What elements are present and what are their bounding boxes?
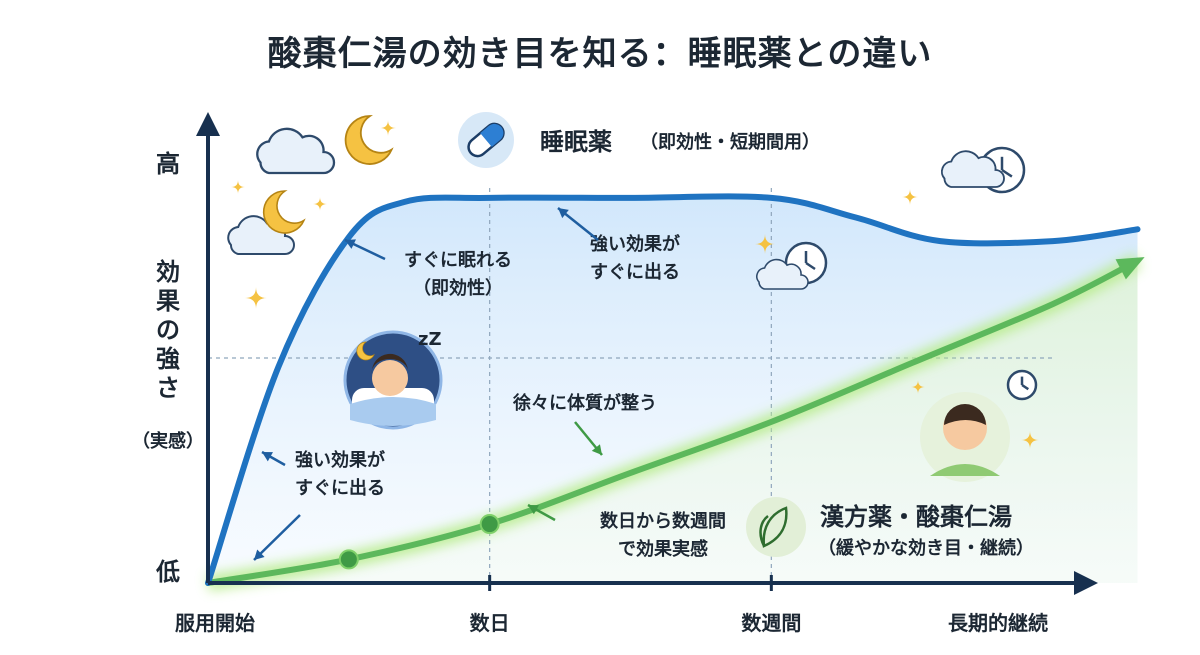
herbal-point — [479, 514, 500, 535]
sparkle-icon — [755, 234, 775, 254]
herbal-point — [338, 549, 359, 570]
leaf-icon-bg — [746, 497, 806, 557]
annotation-arrow-days-weeks-head — [528, 505, 539, 515]
annotation-strong-immediate-top: すぐに出る — [590, 261, 680, 283]
clock-icon-hand — [1001, 168, 1013, 178]
moon-icon — [344, 115, 394, 165]
x-axis-arrow — [1074, 571, 1098, 595]
y-axis-label-sub: （実感） — [132, 430, 204, 452]
x-tick-label: 服用開始 — [175, 611, 255, 635]
moon-icon — [262, 190, 306, 234]
blanket — [350, 397, 436, 426]
y-tick-label: 低 — [155, 558, 180, 586]
herbal-line — [205, 257, 1141, 586]
moon-icon — [356, 341, 375, 361]
y-axis-label-char: さ — [156, 374, 180, 402]
cloud-icon-shape — [256, 127, 336, 175]
moon-icon-shape — [344, 115, 394, 165]
awake-hair — [944, 404, 986, 425]
sparkle-icon — [231, 180, 245, 194]
sparkle-icon — [1021, 431, 1039, 449]
sleeping-hair — [371, 353, 408, 374]
legend-herbal-name: 漢方薬・酸棗仁湯 — [820, 503, 1012, 531]
annotation-arrow-strong-top-head — [558, 208, 569, 219]
y-tick-label: 高 — [156, 150, 180, 178]
sparkle-icon — [380, 120, 396, 136]
annotation-arrow-gradual-head — [591, 444, 602, 455]
y-axis-label-char: 効 — [156, 258, 180, 286]
leaf-shape — [762, 506, 788, 548]
legend-herbal-sub: （緩やかな効き目・継続） — [818, 537, 1034, 559]
clock-icon-hand — [1021, 383, 1029, 391]
annotation-arrow-strong-low-head — [254, 549, 265, 560]
leaf-icon — [759, 506, 788, 548]
annotation-gradual: 徐々に体質が整う — [512, 392, 657, 414]
herbal-area — [208, 260, 1138, 583]
x-tick-label: 長期的継続 — [948, 611, 1048, 635]
sparkle-icon — [911, 380, 925, 394]
cloud-icon — [256, 127, 336, 175]
page-title: 酸棗仁湯の効き目を知る：睡眠薬との違い — [267, 34, 933, 74]
leaf-stem — [759, 515, 769, 547]
sparkle-icon — [245, 287, 267, 309]
annotation-days-weeks: 数日から数週間 — [600, 510, 726, 532]
cloud-icon — [756, 258, 809, 290]
annotation-arrow-strong-bottom-head — [262, 452, 273, 462]
awake-shirt — [930, 464, 1000, 476]
capsule-half — [480, 123, 504, 147]
annotation-strong-immediate-top: 強い効果が — [590, 233, 680, 255]
cloud-icon-shape — [756, 258, 809, 290]
sparkle-icon — [313, 197, 327, 211]
capsule-icon — [467, 122, 505, 158]
annotation-arrow-fast-sleep-head — [345, 239, 356, 249]
sleeping-pill-line — [205, 193, 1141, 586]
zzz-icon: zZ — [418, 329, 442, 350]
y-axis-label-char: 強 — [156, 345, 180, 373]
cloud-icon-shape — [940, 150, 1005, 188]
annotation-fast-sleep: （即効性） — [413, 277, 503, 299]
moon-icon-shape — [356, 341, 375, 361]
moon-icon-shape — [262, 190, 306, 234]
clock-icon-hand — [805, 261, 816, 271]
awake-person-illustration — [920, 392, 1010, 482]
legend-sleeping-pill-name: 睡眠薬 — [540, 128, 612, 156]
x-tick-label: 数日 — [470, 611, 510, 635]
clock-icon — [1006, 369, 1038, 401]
sleeping-face — [372, 360, 408, 396]
y-axis-label-char: 果 — [156, 287, 180, 315]
legend-sleeping-pill-sub: （即効性・短期間用） — [640, 131, 820, 153]
x-tick-label: 数週間 — [741, 611, 801, 635]
annotation-fast-sleep: すぐに眠れる — [404, 250, 512, 271]
y-axis-label-char: の — [156, 316, 180, 344]
annotation-strong-immediate-bottom: すぐに出る — [295, 477, 385, 499]
annotation-days-weeks: で効果実感 — [618, 538, 708, 560]
annotation-strong-immediate-bottom: 強い効果が — [295, 449, 385, 471]
cloud-icon — [940, 150, 1005, 188]
y-axis-arrow — [196, 112, 220, 136]
herbal-arrowhead — [1115, 257, 1145, 280]
sparkle-icon — [902, 189, 918, 205]
annotation-arrow-strong-low — [253, 514, 301, 561]
